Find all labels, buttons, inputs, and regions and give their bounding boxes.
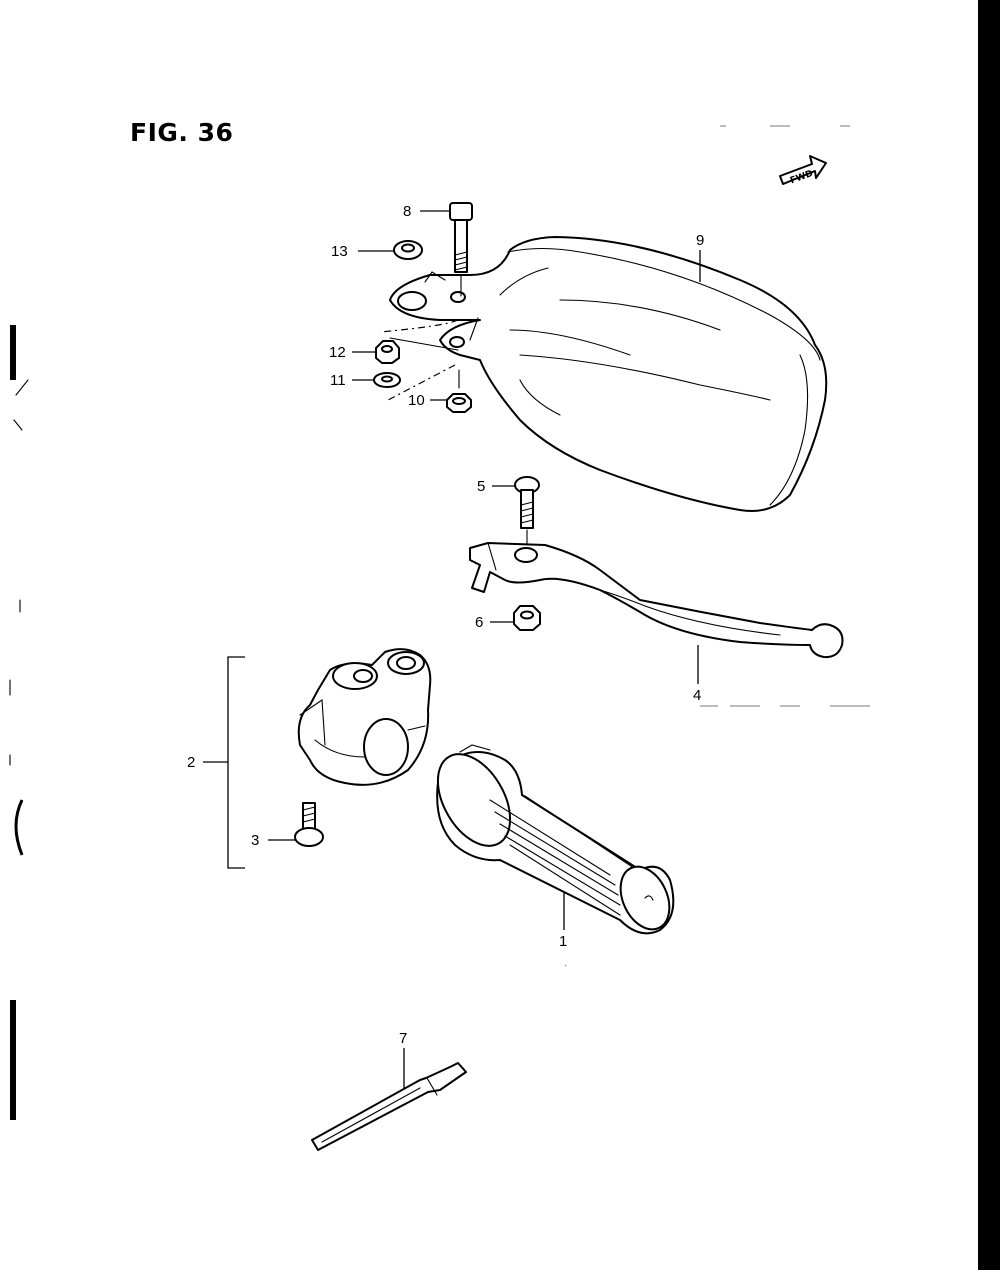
washer-part-13 [393, 240, 423, 260]
callout-8: 8 [403, 203, 411, 220]
bolt-part-8 [449, 202, 473, 297]
callout-2: 2 [187, 754, 195, 771]
leader-lines [203, 210, 701, 1088]
pivot-bolt-part-5 [514, 476, 540, 546]
screw-part-3 [294, 802, 324, 847]
callout-10: 10 [408, 392, 425, 409]
grip-part-1 [436, 744, 675, 935]
callout-3: 3 [251, 832, 259, 849]
callout-1: 1 [559, 933, 567, 950]
callout-13: 13 [331, 243, 348, 260]
nut-part-10 [446, 369, 472, 413]
callout-labels: 8 13 9 12 11 10 5 6 4 2 3 1 7 [187, 203, 704, 1047]
scan-specks [564, 125, 870, 967]
callout-11: 11 [330, 372, 346, 389]
callout-7: 7 [399, 1030, 407, 1047]
scan-artifacts-left [9, 325, 993, 1120]
clamp-housing-part-2 [297, 648, 432, 786]
cable-tie-part-7 [311, 1062, 467, 1151]
callout-9: 9 [696, 232, 704, 249]
callout-4: 4 [693, 687, 701, 704]
callout-6: 6 [475, 614, 483, 631]
scan-edge-bar [978, 0, 1000, 1270]
callout-5: 5 [477, 478, 485, 495]
fwd-arrow-marker: FWD [779, 155, 827, 186]
hand-guard-part [379, 236, 828, 512]
nut-part-6 [513, 605, 541, 631]
callout-12: 12 [329, 344, 346, 361]
washer-part-11 [373, 372, 401, 388]
figure-title: FIG. 36 [130, 118, 234, 147]
lever-part-4 [469, 542, 844, 659]
group-bracket-2-3 [227, 656, 245, 869]
nut-part-12 [375, 340, 400, 364]
